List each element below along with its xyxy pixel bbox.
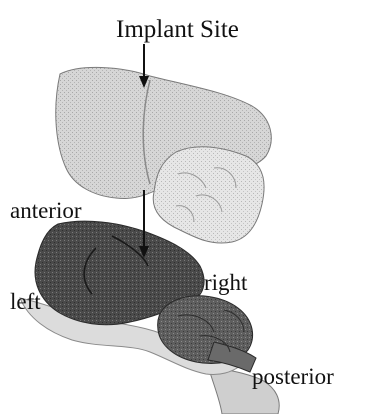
lower-brain	[20, 221, 279, 414]
right-label: right	[204, 270, 248, 295]
implant-arrow-bottom	[139, 190, 149, 258]
left-label: left	[10, 289, 41, 314]
upper-brain	[56, 67, 272, 243]
implant-site-label: Implant Site	[116, 16, 239, 43]
anterior-label: anterior	[10, 198, 82, 223]
upper-cerebellum	[153, 147, 264, 243]
posterior-label: posterior	[252, 364, 334, 389]
